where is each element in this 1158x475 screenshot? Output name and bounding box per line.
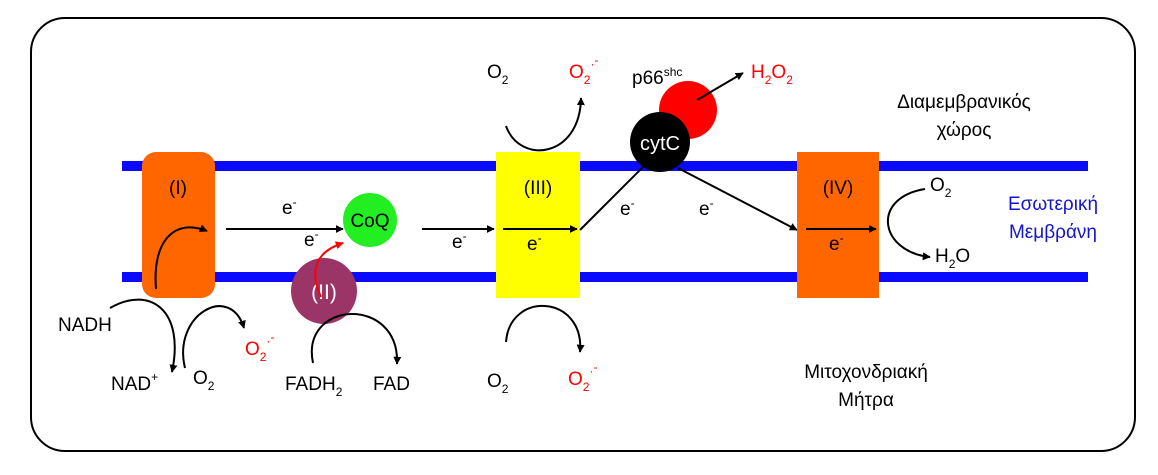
complex-iv-water-arrow	[886, 188, 931, 261]
complex-iii-bottom-ros-arrow	[505, 305, 585, 353]
h2o2-label: H2O2	[751, 62, 793, 87]
coq-carrier	[343, 193, 397, 247]
complex-iii-top-ros-arrow	[505, 97, 585, 152]
p66shc-h2o2-arrow	[696, 72, 744, 101]
electron-label-complex-iv: e-	[829, 231, 844, 255]
inner-membrane-label-line2: Μεμβράνη	[1009, 222, 1097, 243]
matrix-label-line2: Μήτρα	[838, 390, 894, 411]
superoxide-label-complex-iii-top: O2·-	[569, 53, 598, 87]
complex-iv-label: (IV)	[823, 178, 854, 199]
electron-label-iii-cytc: e-	[620, 196, 635, 220]
o2-label-complex-iii-bottom: O2	[487, 371, 509, 396]
electron-arrow-cytc-iv	[677, 167, 798, 231]
electron-label-coq-iii: e-	[452, 229, 467, 253]
superoxide-label-complex-i: O2·-	[245, 330, 274, 364]
complex-i-ros-arrow	[182, 305, 246, 369]
complex-i-label: (I)	[169, 178, 187, 199]
p66shc-label: p66shc	[632, 65, 682, 89]
o2-label-complex-iii-top: O2	[487, 62, 509, 87]
matrix-label-line1: Μιτοχονδριακή	[804, 362, 928, 383]
membrane-bottom-line	[122, 272, 1088, 282]
h2o-label: H2O	[935, 246, 970, 271]
o2-label-complex-iv: O2	[930, 175, 952, 200]
complex-iii	[496, 152, 580, 298]
electron-label-i-coq: e-	[282, 195, 297, 219]
membrane-top-line	[122, 161, 1088, 171]
complex-iii-label: (III)	[524, 178, 553, 199]
intermembrane-space-label-line1: Διαμεμβρανικός	[897, 92, 1031, 113]
fadh2-arrow	[310, 313, 402, 365]
complex-ii	[291, 258, 357, 324]
complex-ii-electron-arrow	[314, 241, 344, 298]
o2-label-complex-i: O2	[193, 368, 215, 393]
cytc-carrier	[630, 112, 690, 172]
complex-i-arrow	[154, 224, 208, 290]
complex-iv	[797, 152, 879, 298]
nadh-arrow	[109, 298, 178, 373]
electron-label-complex-iii: e-	[527, 231, 542, 255]
diagram-frame	[30, 17, 1136, 452]
coq-label: CoQ	[350, 211, 389, 232]
superoxide-label-complex-iii-bottom: O2·-	[568, 360, 597, 394]
fad-label: FAD	[373, 374, 410, 395]
complex-i	[142, 152, 215, 298]
fadh2-label: FADH2	[285, 374, 343, 399]
electron-label-cytc-iv: e-	[699, 196, 714, 220]
nad-label: NAD+	[111, 370, 158, 395]
cytc-label: cytC	[640, 133, 680, 155]
nadh-label: NADH	[58, 315, 112, 336]
electron-path-iii-cytc	[579, 162, 648, 231]
intermembrane-space-label-line2: χώρος	[937, 120, 992, 141]
electron-label-ii-coq: e-	[304, 227, 319, 251]
complex-ii-label: (II)	[311, 281, 337, 304]
inner-membrane-label-line1: Εσωτερική	[1008, 194, 1098, 215]
